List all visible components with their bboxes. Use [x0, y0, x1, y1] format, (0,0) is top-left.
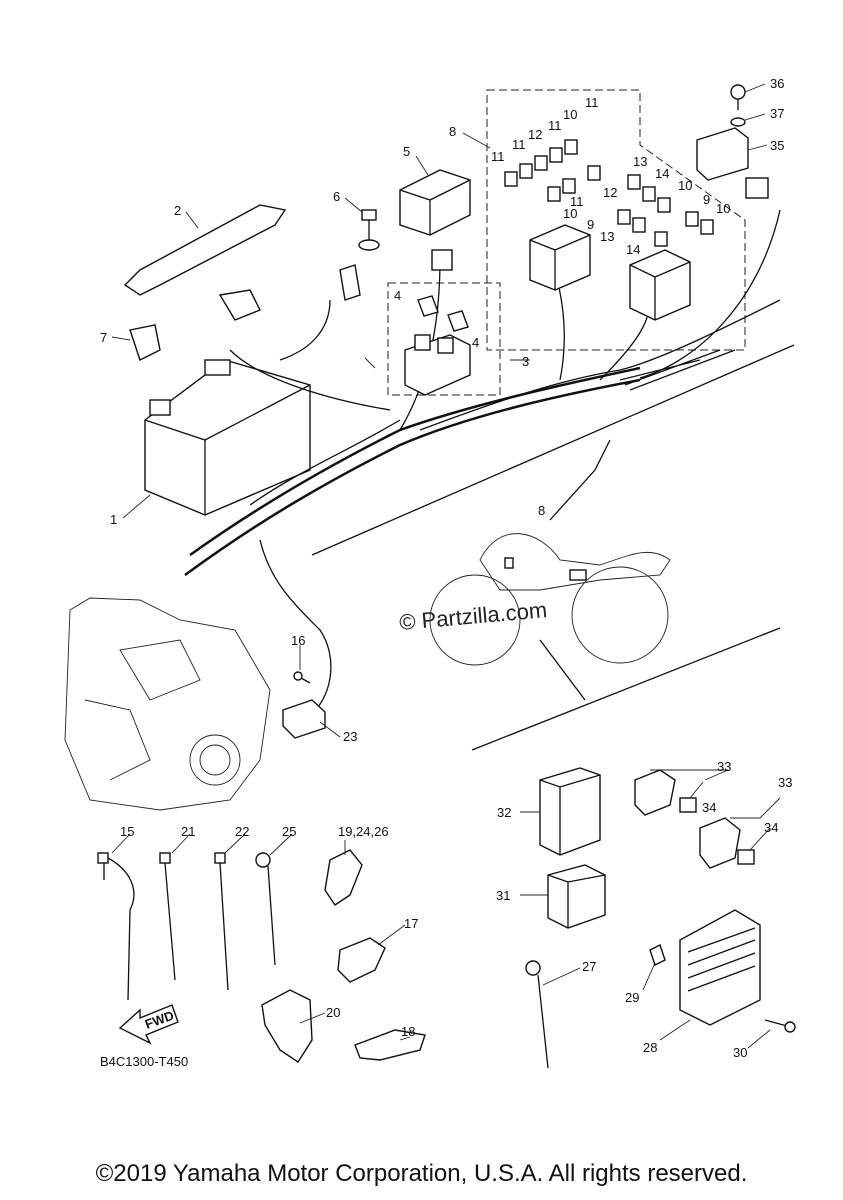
callout-2: 2 — [174, 203, 181, 218]
callout-7: 7 — [100, 330, 107, 345]
callout-8: 8 — [449, 124, 456, 139]
callout-4: 4 — [394, 288, 401, 303]
callout-34: 34 — [702, 800, 716, 815]
sensor — [282, 699, 326, 739]
clip — [649, 944, 666, 966]
coupler — [699, 817, 755, 869]
callout-11: 11 — [548, 118, 562, 133]
callout-11: 11 — [491, 149, 505, 164]
clamp — [261, 989, 313, 1063]
bolt — [358, 209, 380, 251]
callout-15: 15 — [120, 824, 134, 839]
callout-33: 33 — [717, 759, 731, 774]
fuse — [417, 295, 469, 332]
fuse-box-group-outline — [486, 89, 746, 351]
callout-9: 9 — [587, 217, 594, 232]
callout-23: 23 — [343, 729, 357, 744]
relay-group-outline — [387, 282, 501, 396]
cable-tie — [525, 960, 549, 1069]
callout-11: 11 — [585, 95, 599, 110]
callout-10: 10 — [716, 201, 730, 216]
callout-13: 13 — [633, 154, 647, 169]
section-divider — [471, 627, 781, 751]
diagram-code: B4C1300-T450 — [100, 1054, 188, 1069]
watermark-text: © Partzilla.com — [398, 597, 548, 635]
cable-tie — [214, 852, 229, 991]
callout-28: 28 — [643, 1040, 657, 1055]
callout-14: 14 — [626, 242, 640, 257]
callout-8: 8 — [538, 503, 545, 518]
callout-16: 16 — [291, 633, 305, 648]
callout-4: 4 — [472, 335, 479, 350]
cable-tie — [159, 852, 176, 981]
battery — [144, 359, 311, 516]
callout-22: 22 — [235, 824, 249, 839]
bolt — [293, 671, 311, 684]
motorcycle-silhouette — [429, 533, 671, 666]
fuse-box — [529, 224, 691, 321]
battery-lead — [129, 264, 361, 361]
callout-27: 27 — [582, 959, 596, 974]
bolt — [730, 84, 746, 110]
callout-37: 37 — [770, 106, 784, 121]
callout-11: 11 — [570, 194, 584, 209]
callout-21: 21 — [181, 824, 195, 839]
callout-12: 12 — [603, 185, 617, 200]
callout-10: 10 — [563, 206, 577, 221]
fuse — [504, 139, 714, 247]
callout-31: 31 — [496, 888, 510, 903]
callout-19-24-26: 19,24,26 — [338, 824, 389, 839]
cable-tie — [97, 852, 135, 1001]
callout-35: 35 — [770, 138, 784, 153]
forward-arrow-icon: FWD — [118, 1004, 179, 1045]
bolt — [764, 1019, 796, 1033]
callout-12: 12 — [528, 127, 542, 142]
rectifier-regulator — [679, 909, 761, 1026]
callout-9: 9 — [703, 192, 710, 207]
ecu — [539, 767, 601, 856]
callout-1: 1 — [110, 512, 117, 527]
callout-3: 3 — [522, 354, 529, 369]
starter-relay — [404, 334, 471, 396]
battery-strap — [123, 204, 287, 296]
section-divider — [311, 344, 795, 556]
relay — [399, 169, 471, 271]
callout-20: 20 — [326, 1005, 340, 1020]
callout-labels: 1 2 3 4 4 5 6 7 8 8 9 9 10 10 10 10 11 1… — [100, 76, 792, 1060]
callout-36: 36 — [770, 76, 784, 91]
wire-harness — [184, 209, 781, 716]
callout-30: 30 — [733, 1045, 747, 1060]
callout-5: 5 — [403, 144, 410, 159]
copyright-notice: ©2019 Yamaha Motor Corporation, U.S.A. A… — [95, 1160, 748, 1187]
cable-tie — [255, 852, 276, 966]
callout-17: 17 — [404, 916, 418, 931]
callout-13: 13 — [600, 229, 614, 244]
callout-34: 34 — [764, 820, 778, 835]
sensor — [696, 127, 769, 199]
clamp — [324, 849, 363, 906]
control-unit — [547, 864, 606, 929]
engine-sketch — [64, 597, 271, 811]
clamp — [337, 937, 386, 983]
callout-leaders — [111, 83, 781, 1049]
callout-10: 10 — [678, 178, 692, 193]
callout-18: 18 — [401, 1024, 415, 1039]
callout-11: 11 — [512, 137, 526, 152]
coupler — [634, 769, 697, 816]
callout-29: 29 — [625, 990, 639, 1005]
callout-32: 32 — [497, 805, 511, 820]
leader — [539, 439, 611, 701]
callout-10: 10 — [563, 107, 577, 122]
washer — [730, 117, 746, 127]
callout-6: 6 — [333, 189, 340, 204]
callout-33: 33 — [778, 775, 792, 790]
callout-25: 25 — [282, 824, 296, 839]
callout-14: 14 — [655, 166, 669, 181]
